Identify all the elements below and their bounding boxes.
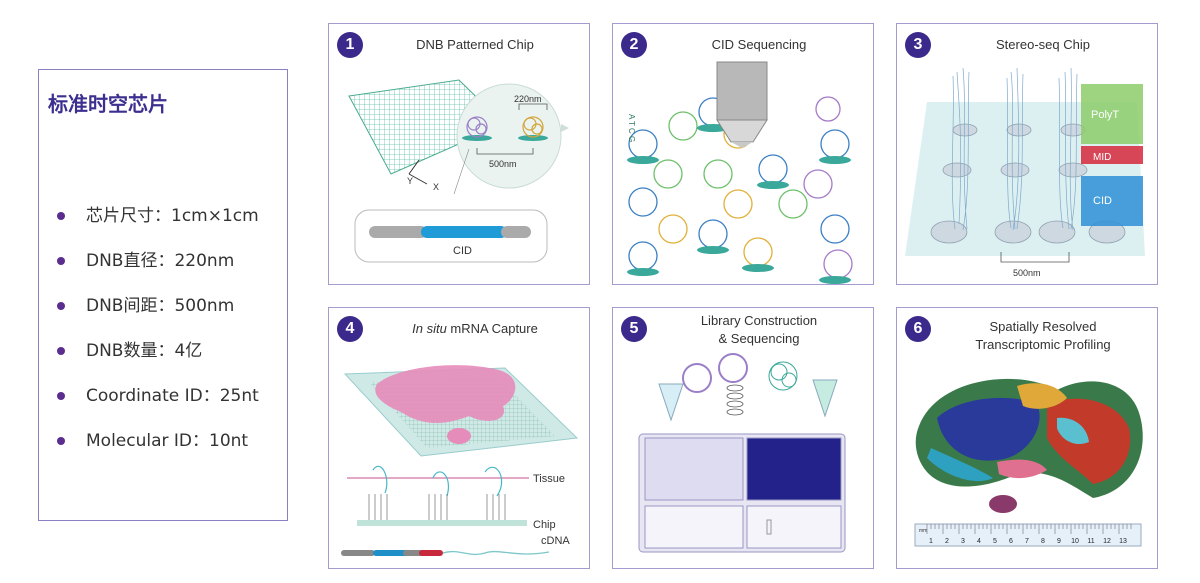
- svg-text:mm: mm: [919, 528, 927, 534]
- panel-title: Library Construction& Sequencing: [700, 313, 818, 346]
- spec-box: [38, 69, 288, 521]
- spec-item: DNB直径：220nm: [52, 251, 259, 296]
- dnb-chip-illustration: 220nm 500nm X Y CID: [348, 79, 569, 263]
- ruler-tick-label: 13: [1119, 538, 1127, 545]
- panel-title: DNB Patterned Chip: [416, 37, 534, 52]
- ruler-tick-label: 3: [961, 538, 965, 545]
- cid-segment: [1081, 176, 1143, 226]
- tube-icon: [812, 379, 838, 418]
- coil-icon: [726, 384, 744, 416]
- panel-title: CID Sequencing: [711, 37, 807, 52]
- panel-mrna-capture: 4 In situ mRNA Capture Tissue Chip cDNA: [328, 307, 590, 569]
- arrow-icon: [561, 124, 569, 132]
- bullet-icon: [57, 212, 65, 220]
- step-badge: 5: [621, 316, 647, 342]
- mid-segment: [1081, 146, 1143, 164]
- svg-text:CID: CID: [1093, 195, 1112, 207]
- svg-text:cDNA: cDNA: [541, 535, 570, 547]
- stereo-seq-illustration: PolyT MID CID 500nm: [905, 67, 1145, 278]
- ruler-tick-label: 10: [1071, 538, 1079, 545]
- dnb-spots: [930, 123, 1126, 244]
- spec-title: 标准时空芯片: [48, 92, 168, 116]
- mrna-strands: [372, 465, 503, 497]
- cid-label: CID: [453, 245, 472, 257]
- dnb-ball: [768, 361, 798, 391]
- dnb-array: [627, 96, 853, 284]
- tissue-section: [375, 365, 516, 423]
- dim-220-label: 220nm: [514, 94, 542, 104]
- spec-item: DNB数量：4亿: [52, 341, 259, 386]
- cid-sequencing-illustration: A T C G: [627, 61, 853, 284]
- mrna-capture-illustration: Tissue Chip cDNA: [341, 365, 579, 556]
- tube-icon: [658, 383, 684, 422]
- ruler-tick-label: 12: [1103, 538, 1111, 545]
- flow-cell-lane: [644, 437, 744, 501]
- panel-title: In situ mRNA Capture: [412, 321, 538, 336]
- scale-ruler: [914, 523, 1142, 547]
- step-badge: 6: [905, 316, 931, 342]
- step-badge: 1: [337, 32, 363, 58]
- magnifier-icon: [718, 353, 748, 383]
- step-badge: 2: [621, 32, 647, 58]
- flow-cell-lane: [746, 505, 842, 549]
- panel-stereo-seq-chip: 3 Stereo-seq Chip PolyT MID CID 500nm: [896, 23, 1158, 285]
- dim-500-label: 500nm: [1013, 268, 1041, 278]
- sequencer-lens: [716, 61, 768, 148]
- bullet-icon: [57, 302, 65, 310]
- ruler-tick-label: 9: [1057, 538, 1061, 545]
- tissue-fragment: [989, 495, 1017, 513]
- spec-item: DNB间距：500nm: [52, 296, 259, 341]
- flow-cell-lane: [746, 437, 842, 501]
- chip-bar: [357, 520, 527, 526]
- panel-title: Stereo-seq Chip: [996, 37, 1090, 52]
- svg-text:PolyT: PolyT: [1091, 109, 1119, 121]
- axis-arrows: [408, 159, 428, 185]
- spec-item: 芯片尺寸：1cm×1cm: [52, 206, 259, 251]
- panel-cid-sequencing: 2 CID Sequencing: [612, 23, 874, 285]
- svg-text:MID: MID: [1093, 152, 1111, 163]
- svg-text:Y: Y: [407, 176, 413, 186]
- ruler-tick-label: 8: [1041, 538, 1045, 545]
- library-construction-illustration: [638, 353, 846, 553]
- polyt-segment: [1081, 84, 1143, 144]
- ruler-tick-label: 11: [1087, 538, 1094, 545]
- spec-item: Coordinate ID：25nt: [52, 386, 259, 431]
- dnb-ball: [466, 116, 488, 138]
- panel-dnb-patterned-chip: 1 DNB Patterned Chip 220nm 500nm X Y CID: [328, 23, 590, 285]
- ruler-tick-label: 4: [977, 538, 981, 545]
- ruler-tick-label: 7: [1025, 538, 1029, 545]
- bullet-icon: [57, 257, 65, 265]
- flow-cell-lane: [644, 505, 744, 549]
- dim-500-label: 500nm: [489, 159, 517, 169]
- bullet-icon: [57, 437, 65, 445]
- bullet-icon: [57, 392, 65, 400]
- spec-list: 芯片尺寸：1cm×1cm DNB直径：220nm DNB间距：500nm DNB…: [52, 206, 259, 476]
- ruler-tick-label: 6: [1009, 538, 1013, 545]
- ruler-tick-label: 2: [945, 538, 949, 545]
- step-badge: 4: [337, 316, 363, 342]
- ruler-tick-label: 1: [929, 538, 933, 545]
- svg-text:Tissue: Tissue: [533, 473, 565, 485]
- bullet-icon: [57, 347, 65, 355]
- dnb-ball: [522, 116, 544, 138]
- spec-item: Molecular ID：10nt: [52, 431, 259, 476]
- magnifier-icon: [682, 363, 712, 393]
- panel-library-construction: 5 Library Construction& Sequencing: [612, 307, 874, 569]
- zoom-circle: [456, 83, 562, 189]
- step-badge: 3: [905, 32, 931, 58]
- ruler-tick-label: 5: [993, 538, 997, 545]
- svg-text:X: X: [433, 182, 439, 192]
- probe-columns: [368, 494, 506, 520]
- capture-probes: [951, 67, 1078, 231]
- base-letters: A T C G: [627, 114, 636, 142]
- svg-text:Chip: Chip: [533, 519, 556, 531]
